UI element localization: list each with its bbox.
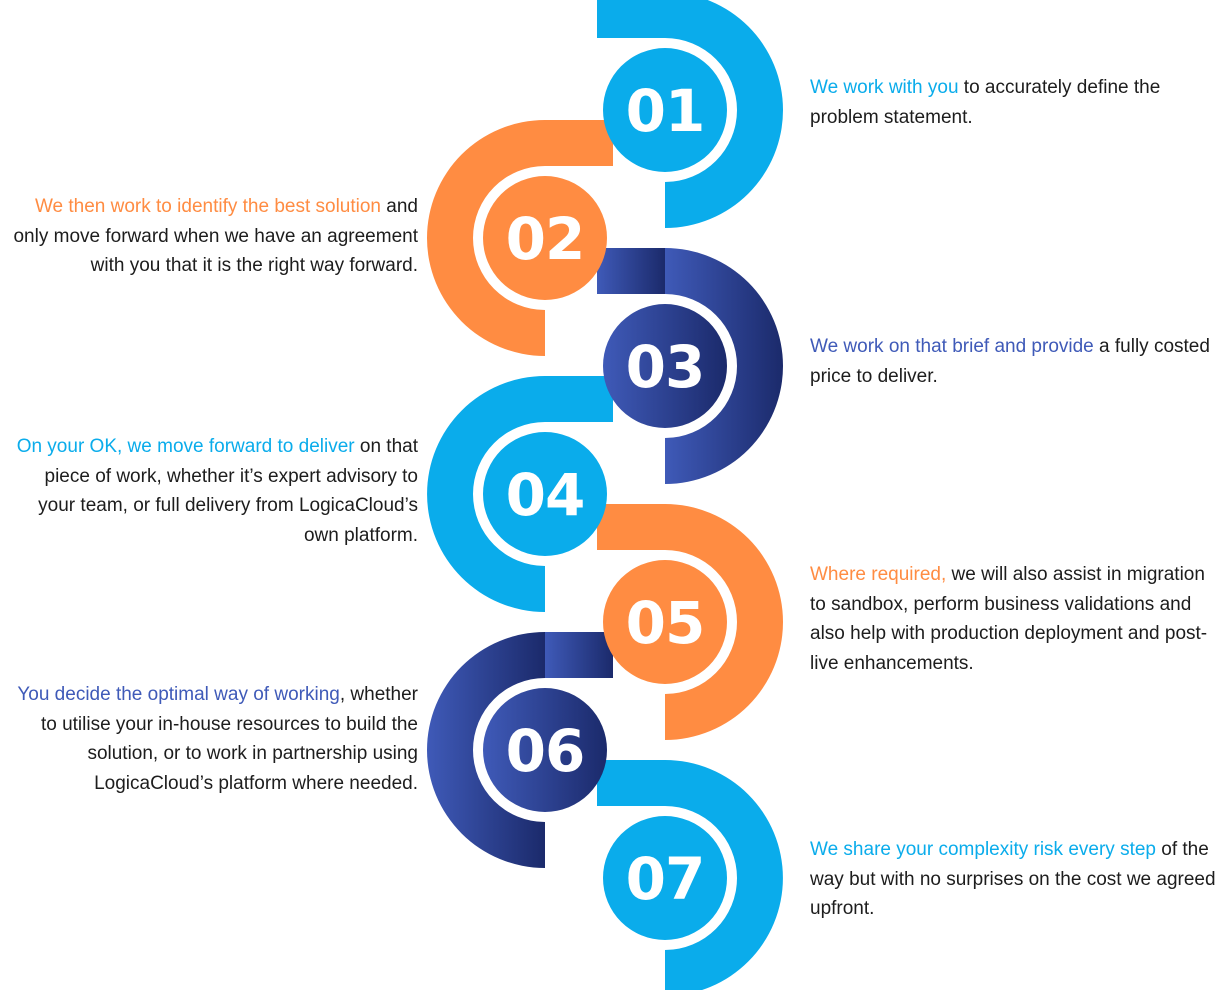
step-02-disc xyxy=(483,176,607,300)
step-05-description: Where required, we will also assist in m… xyxy=(810,560,1215,678)
step-04-highlight: On your OK, we move forward to deliver xyxy=(16,436,355,457)
step-02-number: 02 xyxy=(506,205,585,273)
step-07-ring xyxy=(665,760,783,990)
step-04-body: on that piece of work, whether it’s expe… xyxy=(38,436,418,546)
step-03-description: We work on that brief and provide a full… xyxy=(810,332,1210,391)
step-04-connector xyxy=(545,376,613,422)
step-03-disc xyxy=(603,304,727,428)
step-07-number: 07 xyxy=(626,845,705,913)
step-06-connector xyxy=(545,632,613,678)
step-04-ring xyxy=(427,376,545,612)
step-01-description: We work with you to accurately define th… xyxy=(810,73,1215,132)
step-06-description: You decide the optimal way of working, w… xyxy=(10,680,418,798)
step-07-disc xyxy=(603,816,727,940)
step-03-highlight: We work on that brief and provide xyxy=(810,336,1094,357)
step-03-connector xyxy=(597,248,665,294)
step-01-connector xyxy=(597,0,665,38)
step-06-disc xyxy=(483,688,607,812)
step-07-body: of the way but with no surprises on the … xyxy=(810,839,1216,919)
step-04-number: 04 xyxy=(506,461,585,529)
step-02-ring xyxy=(427,120,545,356)
step-02-body: and only move forward when we have an ag… xyxy=(13,196,418,276)
step-01-disc xyxy=(603,48,727,172)
step-05-number: 05 xyxy=(626,589,705,657)
step-03-body: a fully costed price to deliver. xyxy=(810,336,1210,387)
step-06-ring xyxy=(427,632,545,868)
step-02-highlight: We then work to identify the best soluti… xyxy=(34,196,382,217)
step-06-number: 06 xyxy=(506,717,585,785)
step-05-connector xyxy=(597,504,665,550)
step-01-ring xyxy=(665,0,783,228)
step-06-body: , whether to utilise your in-house resou… xyxy=(40,684,418,794)
step-01-highlight: We work with you xyxy=(810,77,959,98)
step-07-description: We share your complexity risk every step… xyxy=(810,835,1222,924)
step-02-connector xyxy=(545,120,613,166)
step-04-description: On your OK, we move forward to deliver o… xyxy=(6,432,418,550)
step-05-body: we will also assist in migration to sand… xyxy=(810,564,1208,674)
step-01-body: to accurately define the problem stateme… xyxy=(810,77,1161,128)
step-07-connector xyxy=(597,760,665,806)
step-04-disc xyxy=(483,432,607,556)
step-05-disc xyxy=(603,560,727,684)
step-02-description: We then work to identify the best soluti… xyxy=(8,192,418,281)
step-03-number: 03 xyxy=(626,333,705,401)
step-03-ring xyxy=(665,248,783,484)
step-07-highlight: We share your complexity risk every step xyxy=(810,839,1156,860)
step-01-number: 01 xyxy=(626,77,705,145)
step-05-ring xyxy=(665,504,783,740)
step-05-highlight: Where required, xyxy=(810,564,947,585)
step-06-highlight: You decide the optimal way of working xyxy=(17,684,340,705)
